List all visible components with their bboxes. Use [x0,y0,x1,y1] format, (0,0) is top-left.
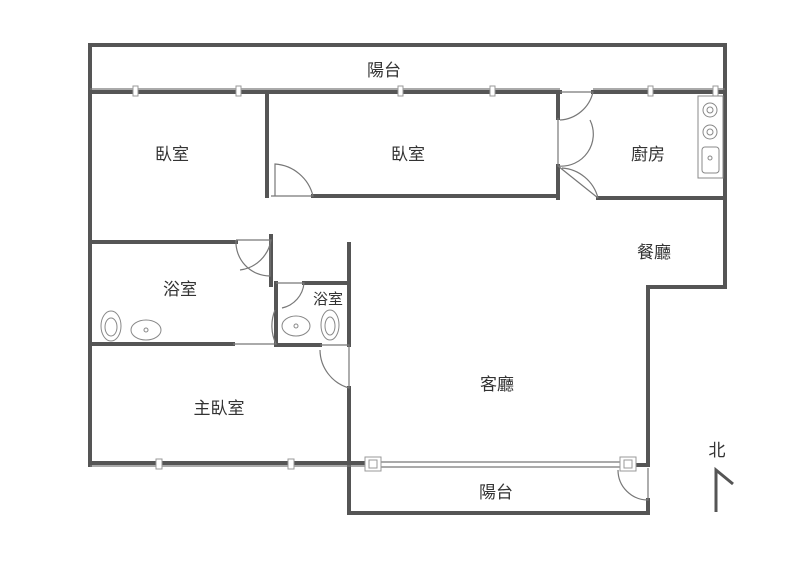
room-label-bathroom-1: 浴室 [163,280,197,300]
compass-label: 北 [709,441,726,461]
room-label-balcony-bottom: 陽台 [479,483,513,503]
windows [90,85,725,472]
room-label-bedroom-1: 臥室 [155,145,189,165]
room-label-balcony-top: 陽台 [367,61,401,81]
doors [233,91,649,501]
room-label-living: 客廳 [480,375,514,395]
room-label-kitchen: 廚房 [631,144,665,165]
room-label-master-bedroom: 主臥室 [194,399,245,419]
fixtures [100,95,724,342]
room-label-bathroom-2: 浴室 [313,290,343,308]
room-labels: 陽台 臥室 臥室 廚房 餐廳 浴室 浴室 客廳 主臥室 陽台 [155,61,671,503]
room-label-bedroom-2: 臥室 [391,145,425,165]
north-arrow: 北 [709,441,734,512]
room-label-dining: 餐廳 [637,243,671,263]
north-arrow-icon [714,466,734,512]
walls [88,43,727,515]
